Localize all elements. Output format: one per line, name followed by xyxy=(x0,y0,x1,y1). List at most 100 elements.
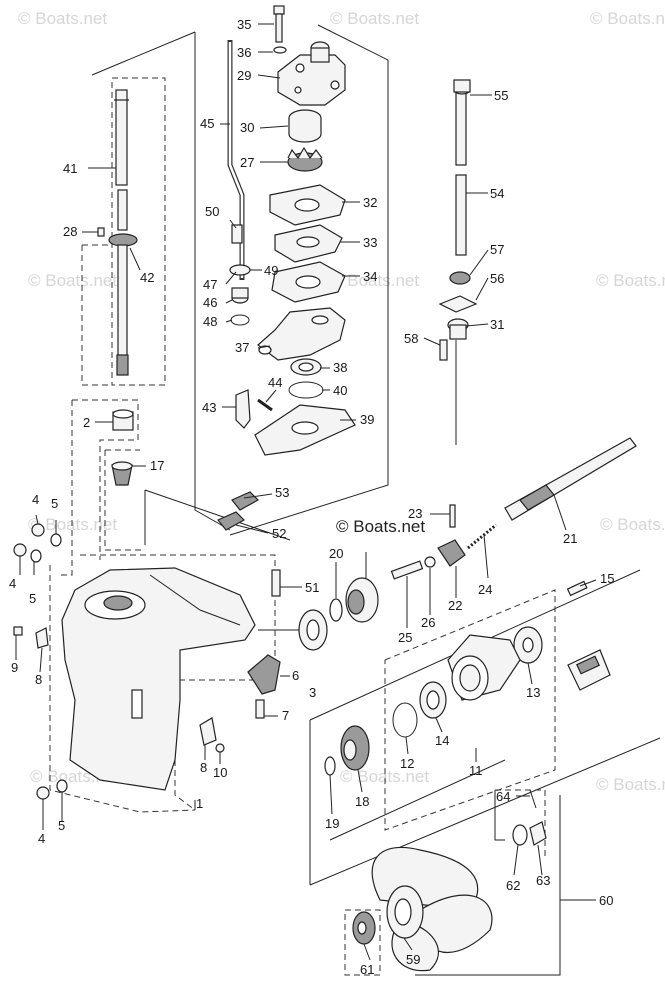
watermark: © Boats.net xyxy=(596,271,665,290)
label-27: 27 xyxy=(240,155,254,170)
label-35: 35 xyxy=(237,17,251,32)
label-49: 49 xyxy=(264,263,278,278)
part-64-cotter-pin xyxy=(529,789,537,809)
part-52-block xyxy=(217,511,245,531)
part-13-seal xyxy=(513,626,543,664)
part-2-bearing xyxy=(112,409,134,431)
label-10: 10 xyxy=(213,765,227,780)
part-46-seal xyxy=(231,287,249,304)
part-36-washer xyxy=(273,46,287,54)
label-50: 50 xyxy=(205,204,219,219)
watermark: © Boats.net xyxy=(28,271,117,290)
label-25: 25 xyxy=(398,630,412,645)
label-36: 36 xyxy=(237,45,251,60)
label-19-top: 19 xyxy=(360,534,374,549)
part-6-cam xyxy=(247,654,281,695)
label-47: 47 xyxy=(203,277,217,292)
label-14: 14 xyxy=(435,733,449,748)
part-8-clip-b xyxy=(199,717,217,746)
label-54: 54 xyxy=(490,186,504,201)
label-18: 18 xyxy=(355,794,369,809)
label-6: 6 xyxy=(292,668,299,683)
label-13: 13 xyxy=(526,685,540,700)
part-48-o-ring xyxy=(230,314,250,326)
label-64: 64 xyxy=(496,789,510,804)
label-28: 28 xyxy=(63,224,77,239)
label-52: 52 xyxy=(272,526,286,541)
label-32: 32 xyxy=(363,195,377,210)
part-38-seal xyxy=(290,358,322,376)
label-9: 9 xyxy=(11,660,18,675)
label-51: 51 xyxy=(305,580,319,595)
part-27-impeller xyxy=(287,146,323,172)
watermark: © Boats.net xyxy=(600,515,665,534)
label-3: 3 xyxy=(309,685,316,700)
part-31-bushing xyxy=(447,318,469,340)
part-61-thrust-washer xyxy=(352,911,376,945)
part-44-pin xyxy=(257,398,273,412)
part-22-clutch xyxy=(437,539,466,567)
label-40: 40 xyxy=(333,383,347,398)
watermarks: © Boats.net © Boats.net © Boats.net © Bo… xyxy=(18,9,665,794)
part-59-propeller xyxy=(371,846,493,972)
part-10-nut xyxy=(215,743,225,753)
part-24-spring xyxy=(467,523,497,550)
label-62: 62 xyxy=(506,878,520,893)
part-35-bolt xyxy=(273,5,285,43)
label-60: 60 xyxy=(599,893,613,908)
watermark: © Boats.net xyxy=(18,9,107,28)
label-58: 58 xyxy=(404,331,418,346)
part-21-propeller-shaft xyxy=(504,437,637,521)
part-51-screw xyxy=(271,569,281,597)
leader-lines xyxy=(15,23,597,961)
part-13-kit xyxy=(567,649,611,691)
label-22: 22 xyxy=(448,598,462,613)
part-26-ball xyxy=(424,556,436,568)
part-25-plunger xyxy=(390,560,424,580)
label-45: 45 xyxy=(200,116,214,131)
label-31: 31 xyxy=(490,317,504,332)
part-30-insert xyxy=(288,109,322,143)
part-40-o-ring xyxy=(288,381,324,399)
watermark: © Boats.net xyxy=(340,767,429,786)
part-labels: 35 36 29 45 30 27 32 33 34 50 49 47 46 4… xyxy=(9,17,614,977)
part-34-gasket xyxy=(271,261,346,303)
label-5b: 5 xyxy=(29,591,36,606)
label-8b: 8 xyxy=(200,760,207,775)
part-63-nut xyxy=(529,821,547,846)
label-46: 46 xyxy=(203,295,217,310)
label-43: 43 xyxy=(202,400,216,415)
watermark: © Boats.net xyxy=(596,775,665,794)
watermark-dark: © Boats.net xyxy=(336,517,425,536)
label-21: 21 xyxy=(563,531,577,546)
label-5a: 5 xyxy=(51,496,58,511)
label-5c: 5 xyxy=(58,818,65,833)
boundary-lines xyxy=(49,24,661,976)
part-28-pin xyxy=(97,227,105,237)
part-19-shim xyxy=(324,756,336,776)
label-1: 1 xyxy=(196,796,203,811)
part-37-pump-base xyxy=(257,307,346,361)
part-9-screw xyxy=(13,626,23,636)
label-12: 12 xyxy=(400,756,414,771)
label-30: 30 xyxy=(240,120,254,135)
label-11: 11 xyxy=(469,763,483,778)
label-53: 53 xyxy=(275,485,289,500)
part-56-retainer xyxy=(438,295,478,313)
label-56: 56 xyxy=(490,271,504,286)
part-58-screw xyxy=(439,339,448,361)
label-2: 2 xyxy=(83,415,90,430)
label-4a: 4 xyxy=(32,492,39,507)
label-33: 33 xyxy=(363,235,377,250)
label-48: 48 xyxy=(203,314,217,329)
label-24: 24 xyxy=(478,582,492,597)
label-55: 55 xyxy=(494,88,508,103)
part-3-bearing xyxy=(298,609,328,651)
part-33-plate xyxy=(274,224,343,263)
label-63: 63 xyxy=(536,873,550,888)
part-32-gasket xyxy=(269,184,346,226)
part-15-screw xyxy=(566,580,588,597)
part-20-shim xyxy=(329,598,343,622)
